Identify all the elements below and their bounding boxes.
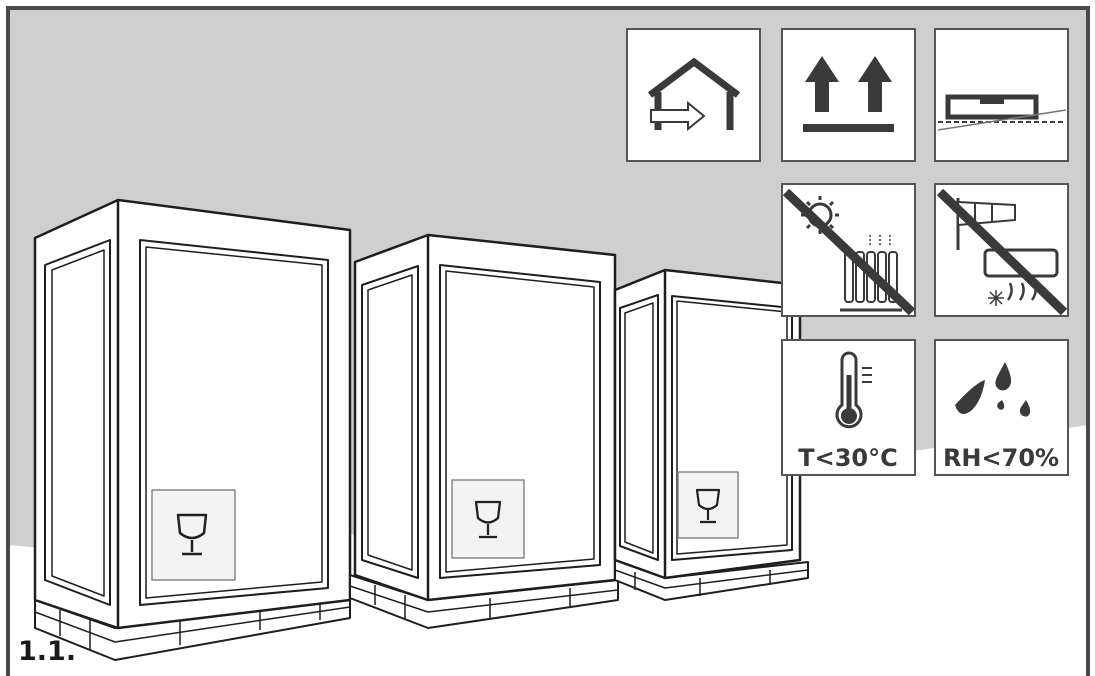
fragile-label-1	[151, 489, 236, 581]
temperature-limit-text: T<30°C	[798, 444, 898, 472]
crate-3	[613, 268, 809, 601]
temperature-icon: T<30°C	[781, 339, 916, 476]
glass-icon	[695, 488, 721, 524]
fragile-label-3	[677, 471, 739, 539]
store-indoors-icon	[626, 28, 761, 162]
no-sun-heat-icon	[781, 183, 916, 317]
crate-1	[33, 198, 352, 661]
crate-2	[349, 233, 619, 629]
glass-icon	[474, 500, 502, 539]
humidity-icon: RH<70%	[934, 339, 1069, 476]
no-wind-ac-icon	[934, 183, 1069, 317]
figure-label: 1.1.	[18, 636, 77, 667]
frame-border	[6, 6, 1090, 676]
fragile-label-2	[451, 479, 525, 559]
this-way-up-icon	[781, 28, 916, 162]
humidity-limit-text: RH<70%	[943, 444, 1059, 472]
level-surface-icon	[934, 28, 1069, 162]
glass-icon	[176, 513, 208, 556]
